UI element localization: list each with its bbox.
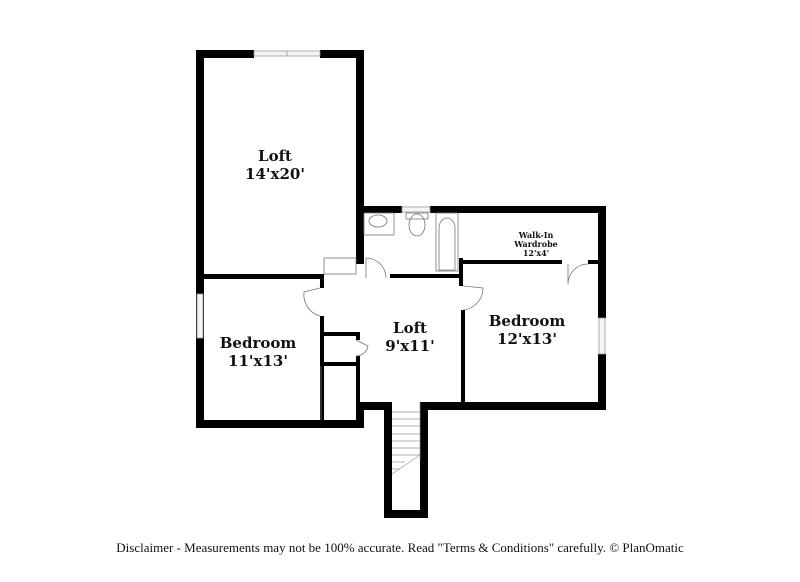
room-label-walkin-wardrobe: Walk-In Wardrobe 12'x4' — [513, 230, 558, 258]
svg-text:11'x13': 11'x13' — [228, 352, 288, 370]
toilet-icon — [408, 213, 426, 237]
svg-text:Bedroom: Bedroom — [489, 312, 566, 330]
svg-text:Walk-In: Walk-In — [518, 230, 554, 240]
windows — [196, 50, 606, 355]
room-label-bedroom-left: Bedroom 11'x13' — [220, 334, 297, 370]
doors — [303, 257, 589, 420]
svg-text:Wardrobe: Wardrobe — [513, 239, 558, 249]
svg-text:Loft: Loft — [393, 319, 427, 337]
svg-text:Loft: Loft — [258, 147, 292, 165]
room-label-bedroom-right: Bedroom 12'x13' — [489, 312, 566, 348]
toilet-tank-icon — [405, 212, 429, 220]
bathtub-icon — [435, 212, 459, 272]
stairs — [391, 402, 421, 475]
svg-text:12'x13': 12'x13' — [497, 330, 557, 348]
sink-icon — [368, 214, 388, 228]
svg-text:14'x20': 14'x20' — [245, 165, 305, 183]
interior-walls — [204, 258, 600, 420]
disclaimer-text: Disclaimer - Measurements may not be 100… — [116, 540, 684, 555]
svg-text:12'x4': 12'x4' — [523, 248, 549, 258]
bathroom-fixtures — [323, 212, 459, 275]
room-label-loft-center: Loft 9'x11' — [385, 319, 434, 355]
exterior-walls — [196, 50, 606, 518]
svg-text:Bedroom: Bedroom — [220, 334, 297, 352]
svg-text:9'x11': 9'x11' — [385, 337, 434, 355]
room-label-loft-main: Loft 14'x20' — [245, 147, 305, 183]
